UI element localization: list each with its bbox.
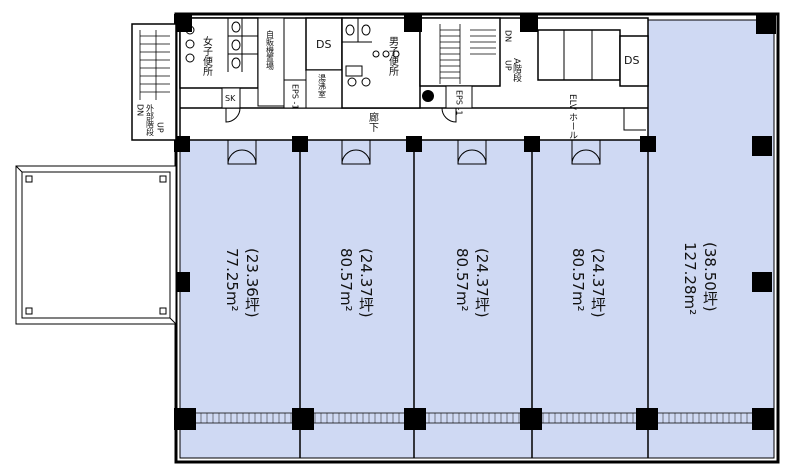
unit-4-area[interactable] [532,140,648,458]
vending-area-label: 自販機置場 [266,29,275,71]
stair-a-label: A階段 [511,58,522,83]
unit-4-tsubo-text: (24.37坪) [589,248,607,318]
unit-4-area-text: 80.57m² [569,248,587,312]
terrace [15,165,177,325]
unit-2-area[interactable] [300,140,414,458]
unit-2-tsubo-text: (24.37坪) [357,248,375,318]
ds-right-room [619,35,649,87]
unit-1-area[interactable] [180,140,300,458]
stair-a-treads [439,24,496,84]
unit-5-tsubo-text: (38.50坪) [701,242,719,312]
unit-5-area-text: 127.28m² [681,242,699,315]
unit-doors [225,107,646,165]
ds-mid-label: DS [624,54,639,67]
corridor-label: 廊下 [367,111,379,133]
elevator-shafts [537,29,621,81]
unit-2-area-text: 80.57m² [337,248,355,312]
toilet-stalls-men [342,18,400,87]
unit-1-label: 77.25m² (23.36坪) [223,248,261,318]
column-round [422,90,434,102]
eps-left-label: EPS -1 [291,84,300,109]
columns [174,14,776,430]
elv-hall-label: ELV ホール [567,94,578,140]
unit-1-tsubo-text: (23.36坪) [243,248,261,318]
womens-restroom-label: 女子便所 [201,35,213,77]
unit-3-area-text: 80.57m² [453,248,471,312]
water-heater-label: 湯沸室 [318,73,327,98]
eps-right-room [445,85,473,109]
mens-restroom [341,17,421,109]
unit-2-label: 80.57m² (24.37坪) [337,248,375,318]
sk-label: SK [225,94,236,103]
ds-left-room [305,17,343,71]
unit-5-area[interactable] [648,20,774,458]
unit-1-area-text: 77.25m² [223,248,241,312]
terrace-corners [25,175,167,315]
outer-stair [131,23,177,141]
ds-left-label: DS [316,38,331,51]
unit-3-label: 80.57m² (24.37坪) [453,248,491,318]
unit-4-label: 80.57m² (24.37坪) [569,248,607,318]
womens-restroom [179,17,259,89]
eps-right-label: EPS -1 [455,90,464,115]
stair-a-up-label: UP [504,60,513,71]
stair-a-dn-label: DN [504,30,513,42]
unit-3-tsubo-text: (24.37坪) [473,248,491,318]
window-sill-strip [186,413,772,423]
vending-area [257,17,285,107]
outer-up-label: UP [156,122,165,133]
unit-5-label: 127.28m² (38.50坪) [681,242,719,315]
sk-room [221,87,241,109]
outer-stair-label: 外部階段 [146,103,155,137]
outer-stair-treads [139,30,170,100]
mens-restroom-label: 男子便所 [387,36,399,77]
unit-3-area[interactable] [414,140,532,458]
outer-dn-label: DN [136,104,145,116]
